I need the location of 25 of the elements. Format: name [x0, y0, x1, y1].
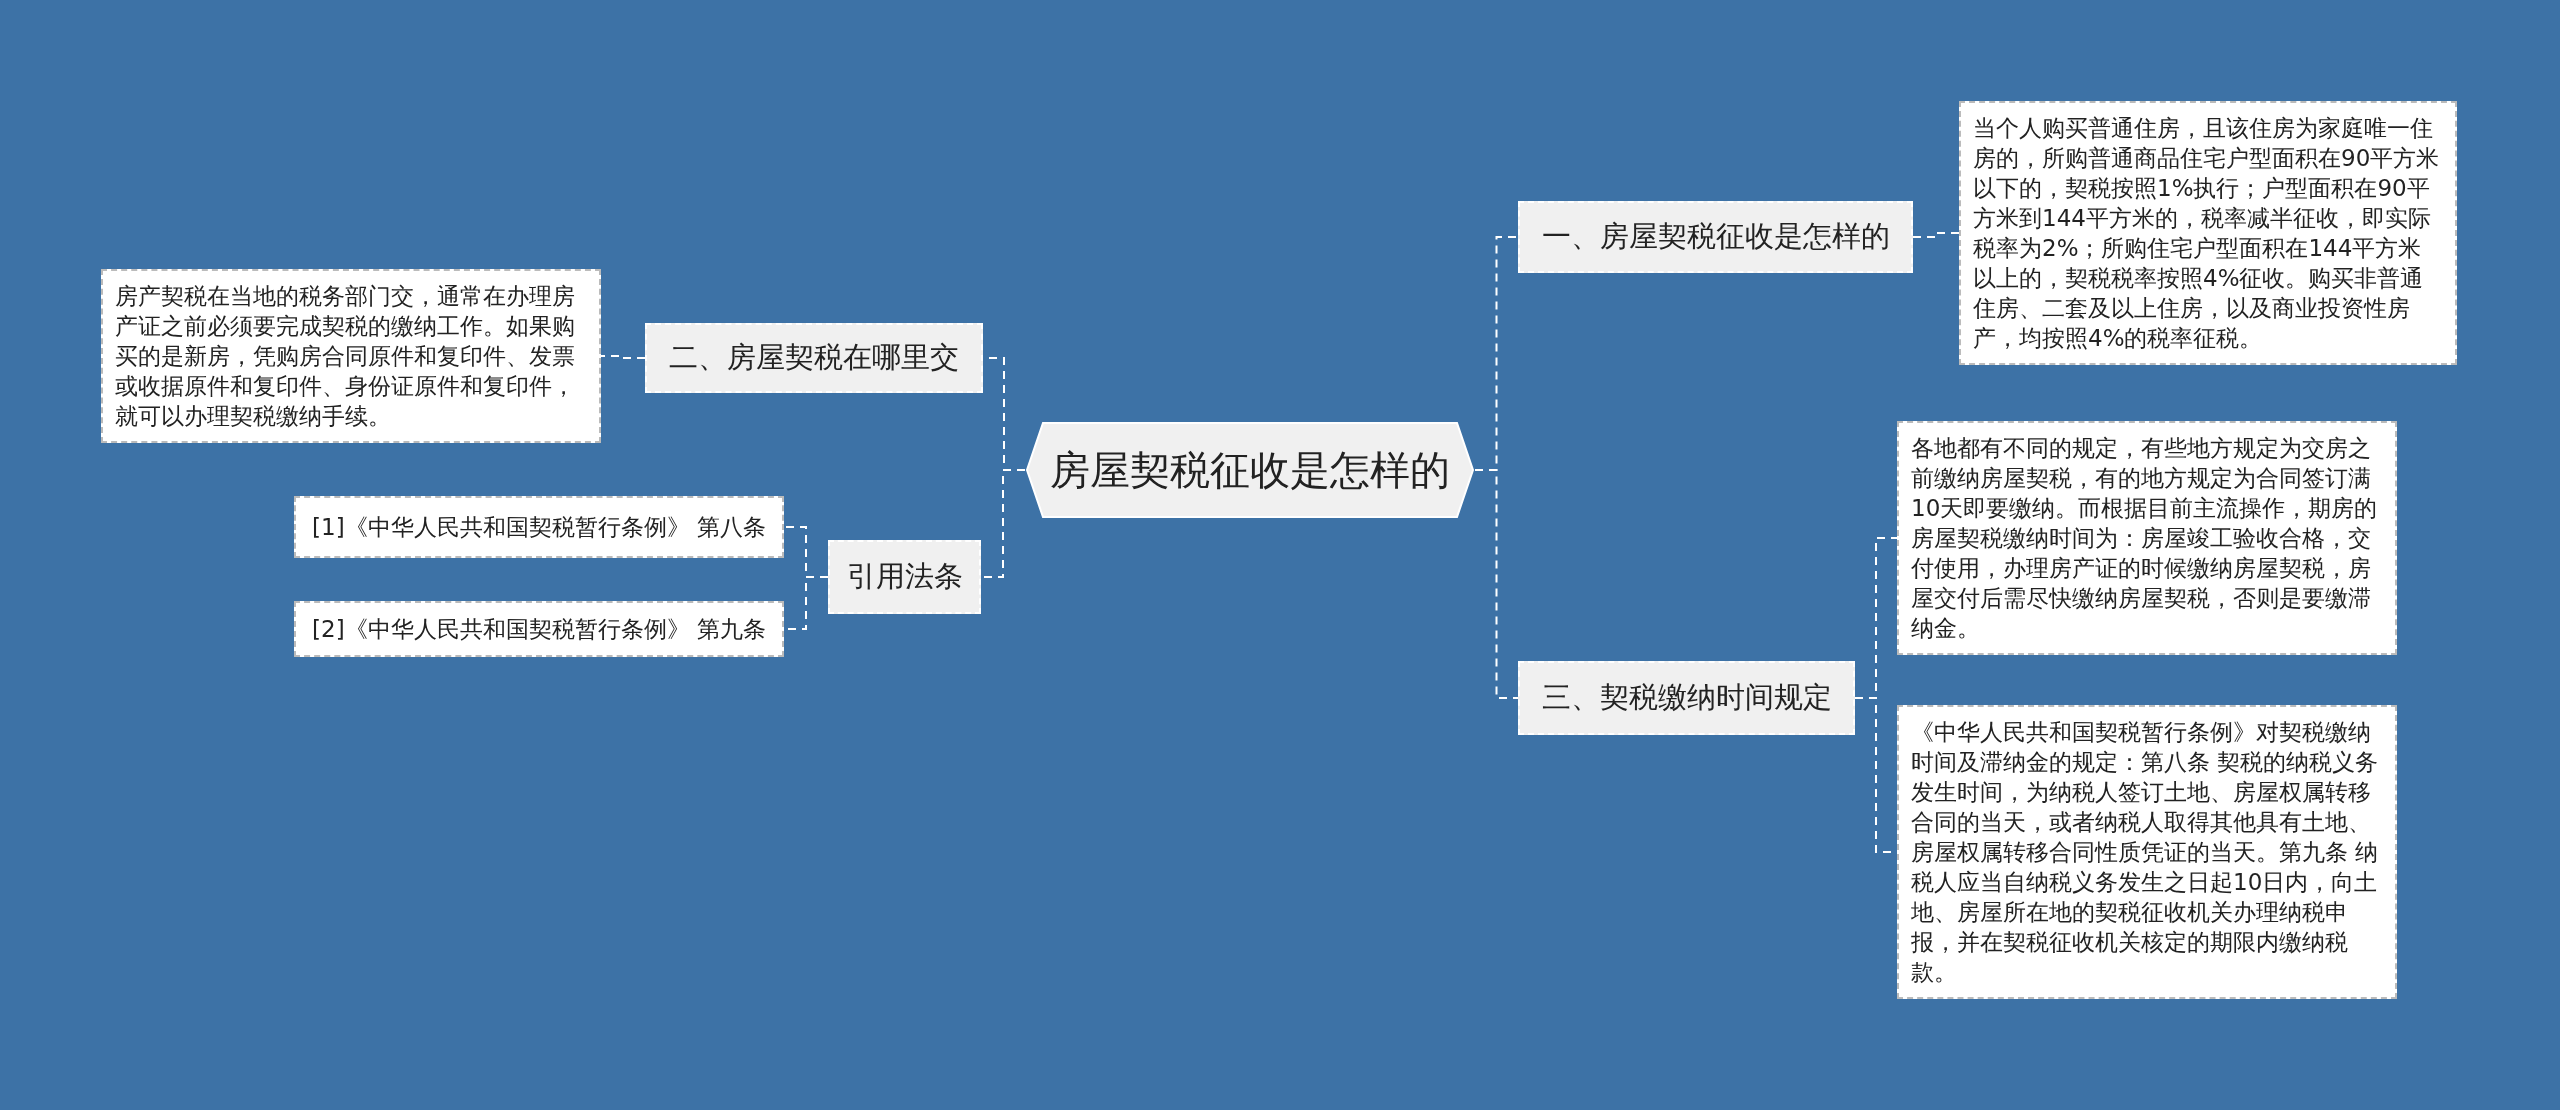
topic-text: 房屋契税征收是怎样的 — [1050, 446, 1450, 495]
connector-line — [1912, 232, 1960, 238]
topic-text: 引用法条 — [846, 558, 963, 596]
topic-box — [1518, 201, 1913, 273]
topic-text: 房产契税在当地的税务部门交，通常在办理房产证之前必须要完成契税的缴纳工作。如果购买的是新房，凭购房合同原件和复印件、发票或收据原件和复印件、身份证原件和复印件，就可以办理契税缴纳手续。 — [115, 283, 575, 429]
note-box — [1897, 705, 2397, 999]
topic-text: 三、契税缴纳时间规定 — [1541, 679, 1832, 717]
central-topic — [1025, 421, 1475, 519]
topic-text: 一、房屋契税征收是怎样的 — [1541, 218, 1890, 256]
topic-box — [1518, 661, 1855, 735]
topic-text: 二、房屋契税在哪里交 — [669, 339, 959, 377]
topic-text: 当个人购买普通住房，且该住房为家庭唯一住房的，所购普通商品住宅户型面积在90平方米以下的，契税按照1%执行；户型面积在90平方米到144平方米的，税率减半征收，即实际税率为2%；所购住宅户型面积在144平方米以上的，契税税率按照4%征收。购买非普通住房、二套及以上住房，以及商业投资性房产，均按照4%的税率征税。 — [1973, 115, 2440, 351]
topic-text: 《中华人民共和国契税暂行条例》对契税缴纳时间及滞纳金的规定：第八条 契税的纳税义务发生时间，为纳税人签订土地、房屋权属转移合同的当天，或者纳税人取得其他具有土地、房屋权属转移合同性质凭证的当天。第九条 纳税人应当自纳税义务发生之日起10日内，向土地、房屋所在地的契税征收机关办理纳税申报，并在契税征收机关核定的期限内缴纳税款。 — [1911, 719, 2379, 985]
note-box — [1897, 421, 2397, 655]
note-box — [101, 269, 601, 443]
connector-line — [1474, 469, 1519, 699]
topic-text: [2]《中华人民共和国契税暂行条例》 第九条 — [312, 614, 766, 644]
note-box — [1959, 101, 2457, 365]
reference-box — [294, 496, 784, 558]
connector-line — [600, 355, 646, 359]
topic-box — [828, 540, 981, 614]
reference-box — [294, 601, 784, 657]
topic-text: [1]《中华人民共和国契税暂行条例》 第八条 — [312, 512, 766, 542]
topic-box — [645, 323, 983, 393]
topic-text: 各地都有不同的规定，有些地方规定为交房之前缴纳房屋契税，有的地方规定为合同签订满 10天即要缴纳。而根据目前主流操作，期房的房屋契税缴纳时间为：房屋竣工验收合格，交付使用，办理房产证的时候缴纳房屋契税，房屋交付后需尽快缴纳房屋契税，否则是要缴滞纳金。 — [1911, 435, 2378, 641]
